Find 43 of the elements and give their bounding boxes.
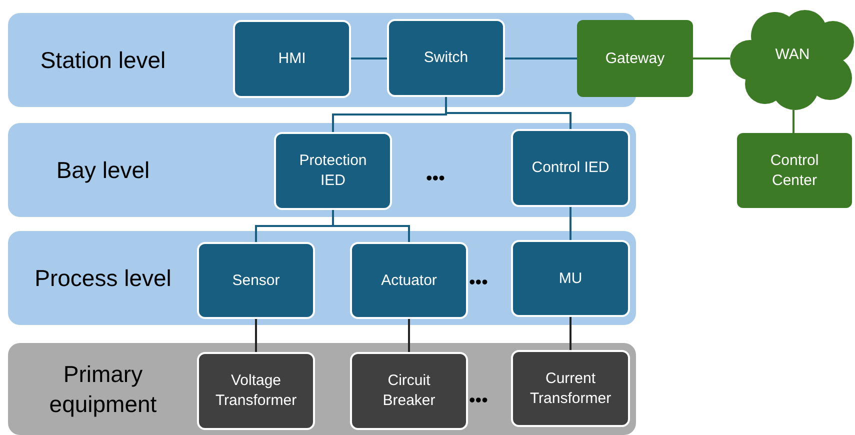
node-label: Protection IED — [298, 151, 368, 191]
connector-line — [505, 58, 577, 60]
network-box — [737, 133, 852, 208]
ellipsis-label: ••• — [469, 272, 488, 292]
network-box — [577, 20, 693, 97]
node-label: Switch — [424, 48, 468, 68]
connector-line — [351, 58, 387, 60]
node-label: Control IED — [532, 158, 610, 178]
node-label: HMI — [278, 49, 306, 69]
device-box — [197, 242, 315, 319]
node-label: Circuit Breaker — [382, 371, 436, 411]
level-band — [8, 343, 636, 435]
equipment-box — [511, 350, 630, 427]
device-box — [511, 129, 630, 207]
band-label: Bay level — [55, 156, 151, 185]
band-label: Process level — [34, 264, 172, 293]
ellipsis-label: ••• — [469, 390, 488, 410]
device-box — [350, 242, 468, 319]
node-label: Actuator — [381, 270, 437, 290]
connector-line — [570, 317, 572, 350]
connector-line — [408, 319, 410, 352]
device-box — [274, 132, 392, 210]
node-label: Control Center — [769, 150, 820, 190]
connector-line — [693, 58, 730, 60]
level-band — [8, 231, 636, 325]
node-label: Sensor — [232, 270, 280, 290]
ellipsis-label: ••• — [426, 168, 445, 188]
level-band — [8, 123, 636, 217]
device-box — [387, 19, 505, 97]
node-label: Current Transformer — [528, 368, 612, 408]
node-label: Gateway — [605, 48, 665, 68]
connector-line — [255, 319, 257, 352]
device-box — [511, 240, 630, 317]
band-label: Station level — [39, 46, 167, 75]
connector-line — [570, 207, 572, 240]
connector-line — [792, 110, 794, 133]
band-label: Primary equipment — [48, 360, 158, 419]
node-label: Voltage Transformer — [214, 371, 298, 411]
node-label: WAN — [775, 44, 810, 65]
equipment-box — [350, 352, 468, 430]
device-box — [233, 20, 351, 98]
node-label: MU — [558, 268, 582, 288]
equipment-box — [197, 352, 315, 430]
